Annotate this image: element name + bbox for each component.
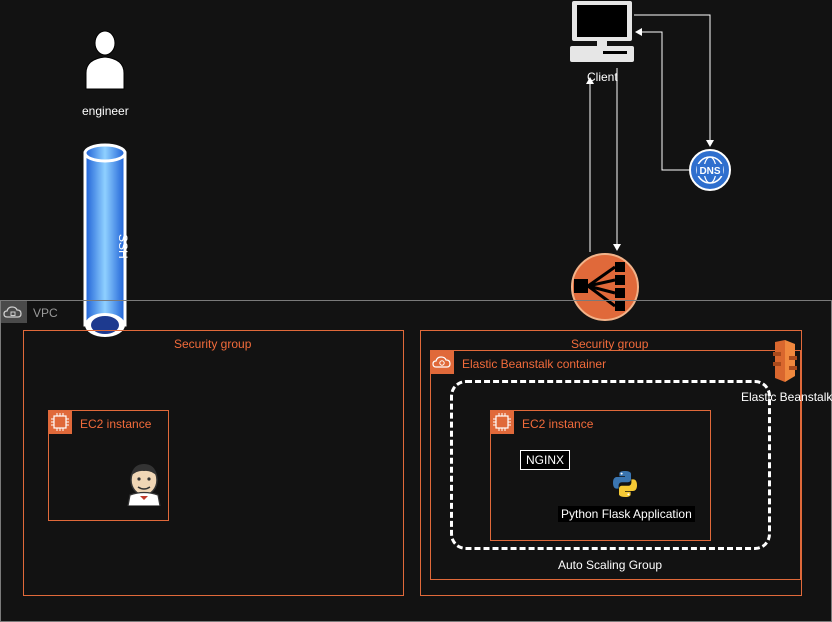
client-label: Client — [587, 70, 618, 84]
ec2-instance-right-label: EC2 instance — [522, 417, 594, 431]
ec2-chip-icon — [490, 410, 514, 434]
load-balancer-icon — [571, 253, 639, 321]
security-group-right-label: Security group — [571, 337, 649, 351]
elastic-beanstalk-icon — [773, 340, 797, 382]
engineer-label: engineer — [82, 104, 129, 118]
ssh-pipe-icon — [83, 143, 127, 337]
eb-container — [430, 350, 801, 580]
ec2-instance-right — [490, 410, 711, 541]
flask-app-label: Python Flask Application — [558, 506, 695, 522]
jenkins-icon — [127, 464, 161, 506]
client-computer-icon — [570, 1, 634, 62]
security-group-left-label: Security group — [174, 337, 252, 351]
ec2-instance-left-label: EC2 instance — [80, 417, 152, 431]
auto-scaling-group-label: Auto Scaling Group — [558, 558, 663, 572]
eb-container-label: Elastic Beanstalk container — [462, 357, 607, 371]
dns-to-client-arrow — [635, 28, 690, 171]
user-icon — [85, 30, 125, 90]
ssh-label: SSH — [116, 234, 130, 259]
dns-label: DNS — [699, 166, 720, 177]
python-icon — [613, 471, 637, 497]
ec2-chip-icon — [48, 410, 72, 434]
vpc-cloud-icon — [1, 301, 27, 323]
eb-container-cloud-icon — [430, 350, 454, 374]
dns-icon: DNS — [689, 149, 731, 191]
security-group-right — [420, 330, 802, 596]
auto-scaling-group — [450, 380, 771, 550]
nginx-box: NGINX — [520, 450, 571, 470]
client-to-dns-arrow — [634, 14, 714, 147]
ec2-instance-left — [48, 410, 169, 521]
vpc-label: VPC — [33, 306, 58, 320]
security-group-left — [23, 330, 404, 596]
